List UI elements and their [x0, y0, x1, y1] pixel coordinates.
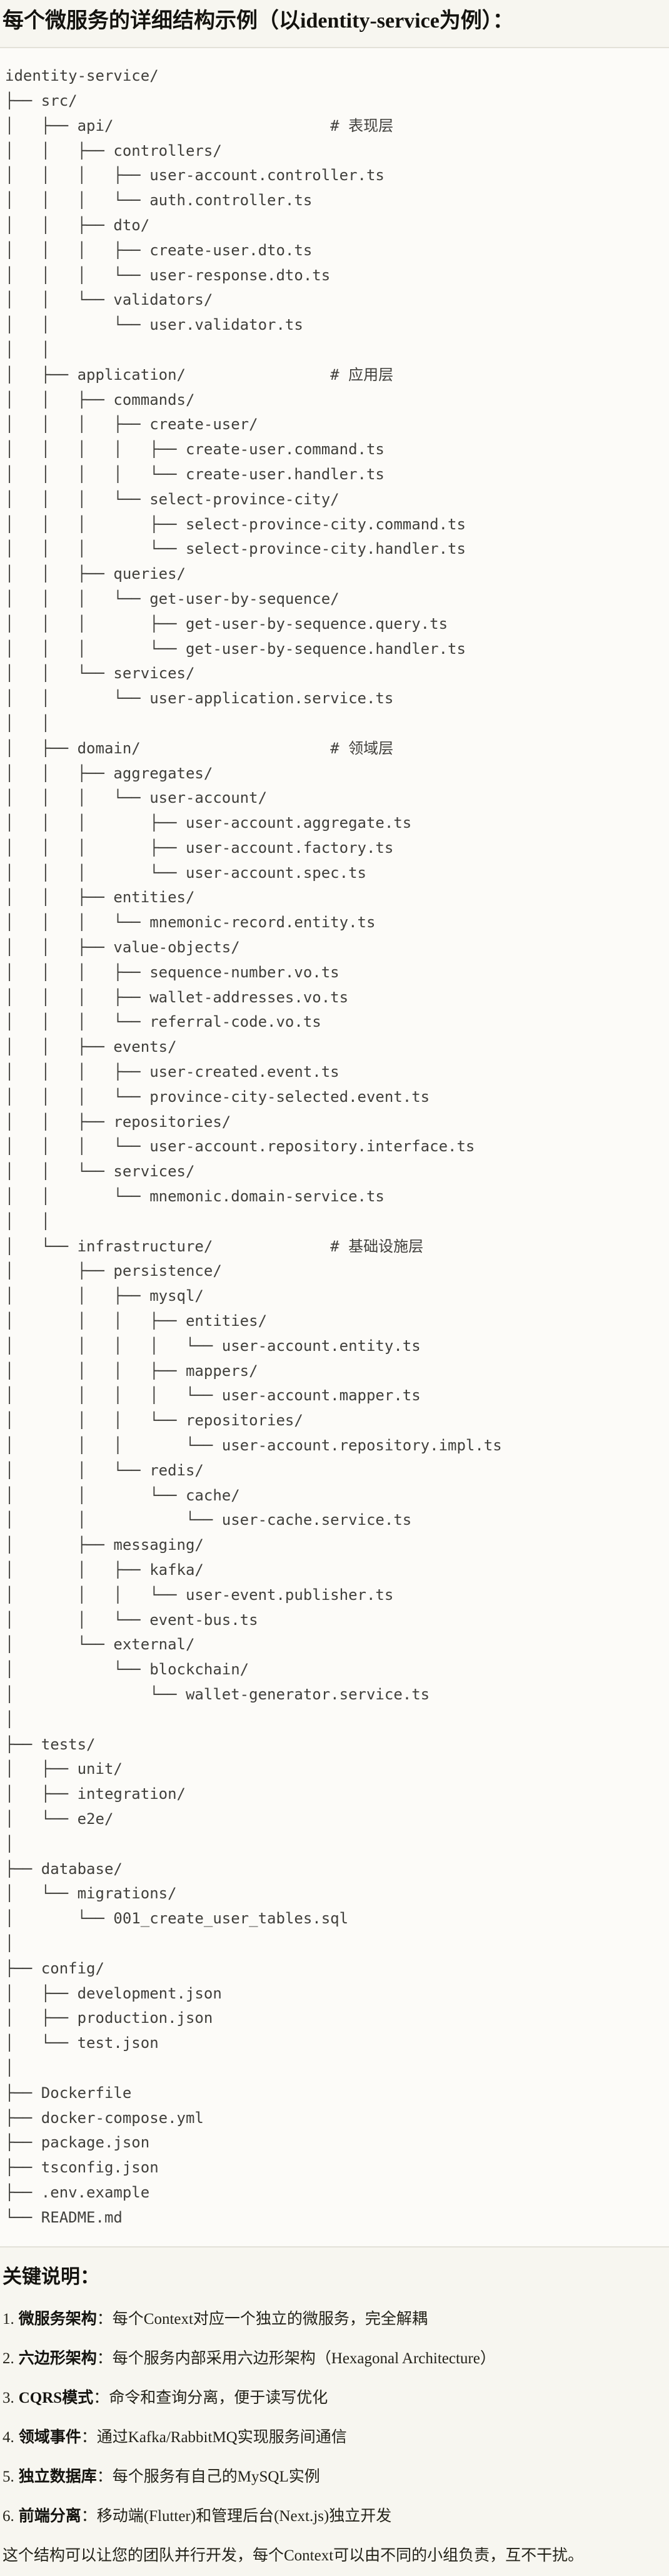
notes-heading: 关键说明： [3, 2265, 99, 2288]
note-item: 2.六边形架构：每个服务内部采用六边形架构（Hexagonal Architec… [3, 2349, 663, 2368]
note-item: 5.独立数据库：每个服务有自己的MySQL实例 [3, 2468, 663, 2487]
note-text: ：命令和查询分离，便于读写优化 [93, 2390, 328, 2407]
note-text: ：每个服务内部采用六边形架构（Hexagonal Architecture） [96, 2350, 496, 2368]
note-text: ：每个Context对应一个独立的微服务，完全解耦 [96, 2311, 428, 2328]
note-label: 前端分离 [18, 2508, 81, 2525]
note-label: 六边形架构 [18, 2350, 97, 2368]
page-title: 每个微服务的详细结构示例（以identity-service为例）： [3, 9, 514, 33]
code-block: identity-service/ ├── src/ │ ├── api/ # … [0, 47, 669, 2248]
note-label: 独立数据库 [18, 2468, 97, 2486]
notes-section: 关键说明： 1.微服务架构：每个Context对应一个独立的微服务，完全解耦 2… [0, 2264, 669, 2566]
note-text: ：移动端(Flutter)和管理后台(Next.js)独立开发 [81, 2508, 392, 2525]
note-item: 6.前端分离：移动端(Flutter)和管理后台(Next.js)独立开发 [3, 2507, 663, 2526]
note-item: 3.CQRS模式：命令和查询分离，便于读写优化 [3, 2389, 663, 2408]
note-text: ：每个服务有自己的MySQL实例 [96, 2468, 320, 2486]
note-text: ：通过Kafka/RabbitMQ实现服务间通信 [81, 2429, 347, 2446]
note-number: 4. [3, 2429, 14, 2446]
note-number: 5. [3, 2468, 14, 2486]
note-item: 1.微服务架构：每个Context对应一个独立的微服务，完全解耦 [3, 2310, 663, 2329]
note-number: 3. [3, 2390, 14, 2407]
note-label: 领域事件 [18, 2429, 81, 2446]
note-number: 6. [3, 2508, 14, 2525]
note-number: 2. [3, 2350, 14, 2368]
note-number: 1. [3, 2311, 14, 2328]
notes-list: 1.微服务架构：每个Context对应一个独立的微服务，完全解耦 2.六边形架构… [3, 2310, 663, 2526]
note-label: 微服务架构 [18, 2311, 97, 2328]
note-item: 4.领域事件：通过Kafka/RabbitMQ实现服务间通信 [3, 2428, 663, 2447]
file-tree: identity-service/ ├── src/ │ ├── api/ # … [5, 67, 502, 2226]
note-label: CQRS模式 [18, 2390, 94, 2407]
closing-paragraph: 这个结构可以让您的团队并行开发，每个Context可以由不同的小组负责，互不干扰… [3, 2547, 584, 2565]
